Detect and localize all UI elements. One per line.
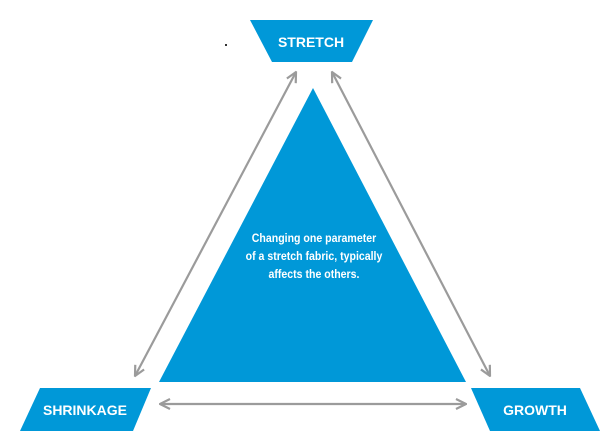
node-stretch: STRETCH [250, 20, 373, 62]
node-growth-shape [471, 388, 600, 431]
stray-dot [225, 44, 227, 46]
node-shrinkage-shape [20, 388, 151, 431]
node-stretch-shape [250, 20, 373, 62]
center-caption: Changing one parameter of a stretch fabr… [210, 229, 418, 283]
node-shrinkage-label: SHRINKAGE [43, 402, 127, 418]
node-growth: GROWTH [471, 388, 600, 431]
center-caption-line: Changing one parameter [251, 231, 377, 245]
node-growth-label: GROWTH [503, 402, 567, 418]
node-shrinkage: SHRINKAGE [20, 388, 151, 431]
center-caption-line: of a stretch fabric, typically [245, 249, 383, 263]
arrow-stretch-growth [332, 72, 490, 376]
center-caption-line: affects the others. [268, 267, 360, 281]
arrow-stretch-shrinkage [135, 72, 296, 376]
node-stretch-label: STRETCH [278, 34, 344, 50]
